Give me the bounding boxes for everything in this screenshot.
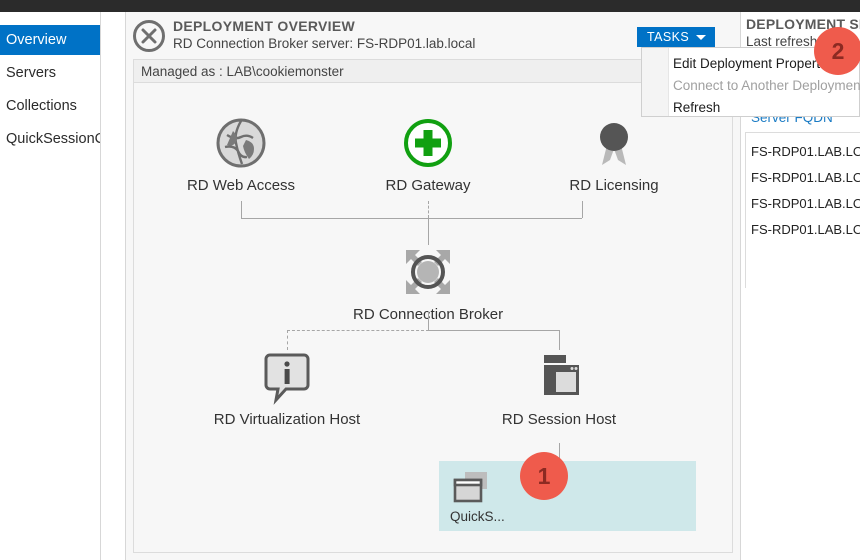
connector-to-virtualization-host (287, 330, 429, 331)
managed-as-strip: Managed as : LAB\cookiemonster (133, 59, 733, 83)
connector-virtualization-drop (287, 330, 288, 350)
connector-bus-to-broker (428, 218, 429, 245)
menu-icon-gutter (642, 48, 669, 116)
sidebar-item-label: Collections (6, 98, 77, 114)
sidebar-item-quicksessioncollection[interactable]: QuickSessionCo... (0, 124, 100, 154)
sidebar-item-collections[interactable]: Collections (0, 91, 100, 121)
table-row[interactable]: FS-RDP01.LAB.LOCAL (751, 144, 860, 159)
menu-item-refresh[interactable]: Refresh (673, 100, 721, 115)
page-subtitle: RD Connection Broker server: FS-RDP01.la… (173, 36, 476, 51)
diagram-node-label: RD Gateway (385, 177, 471, 194)
navigation-sidebar: Overview Servers Collections QuickSessio… (0, 12, 101, 560)
page-title: DEPLOYMENT OVERVIEW (173, 18, 356, 34)
tasks-button-label: TASKS (647, 30, 690, 44)
table-row[interactable]: FS-RDP01.LAB.LOCAL (751, 196, 860, 211)
tasks-button[interactable]: TASKS (637, 27, 715, 47)
menu-item-edit-deployment-properties[interactable]: Edit Deployment Properties (673, 56, 838, 71)
diagram-node-label: RD Licensing (569, 177, 659, 194)
info-bubble-icon (212, 349, 362, 405)
connector-session-host-drop (559, 330, 560, 350)
sidebar-item-servers[interactable]: Servers (0, 58, 100, 88)
collection-windows-icon (453, 471, 493, 510)
menu-item-connect-to-another-deployment: Connect to Another Deployment (673, 78, 860, 93)
diagram-node-label: RD Virtualization Host (213, 411, 361, 428)
servers-table: Server FQDN FS-RDP01.LAB.LOCAL FS-RDP01.… (745, 108, 860, 288)
connection-broker-icon (133, 20, 165, 52)
connector-licensing-drop (582, 201, 583, 218)
window-title-bar (0, 0, 860, 12)
connector-gateway-drop (428, 201, 429, 218)
deployment-diagram: RD Web Access RD Gateway RD Licensing (133, 83, 733, 553)
pane-header: DEPLOYMENT OVERVIEW RD Connection Broker… (126, 12, 741, 58)
pane-gutter (101, 12, 125, 560)
connector-to-session-host (428, 330, 559, 331)
table-row[interactable]: FS-RDP01.LAB.LOCAL (751, 222, 860, 237)
chevron-down-icon (696, 35, 706, 40)
collection-tile-label: QuickS... (450, 509, 505, 524)
broker-arrows-icon (353, 244, 503, 300)
ribbon-award-icon (539, 115, 689, 171)
globe-icon (166, 115, 316, 171)
sidebar-item-label: QuickSessionCo... (6, 131, 100, 147)
annotation-badge-1: 1 (520, 452, 568, 500)
sidebar-item-label: Overview (6, 32, 67, 48)
diagram-node-rd-gateway[interactable]: RD Gateway (353, 115, 503, 194)
table-row[interactable]: FS-RDP01.LAB.LOCAL (751, 170, 860, 185)
diagram-node-rd-web-access[interactable]: RD Web Access (166, 115, 316, 194)
diagram-node-label: RD Session Host (501, 411, 617, 428)
diagram-node-label: RD Web Access (186, 177, 296, 194)
windows-stack-icon (484, 349, 634, 405)
green-plus-circle-icon (353, 115, 503, 171)
deployment-overview-pane: DEPLOYMENT OVERVIEW RD Connection Broker… (125, 12, 741, 560)
annotation-badge-2: 2 (814, 27, 860, 75)
connector-broker-down (428, 311, 429, 330)
diagram-node-rd-session-host[interactable]: RD Session Host (484, 349, 634, 428)
diagram-node-rd-licensing[interactable]: RD Licensing (539, 115, 689, 194)
connector-session-host-to-collection (559, 443, 560, 461)
diagram-node-rd-virtualization-host[interactable]: RD Virtualization Host (212, 349, 362, 428)
sidebar-item-label: Servers (6, 65, 56, 81)
connector-web-access-drop (241, 201, 242, 218)
sidebar-item-overview[interactable]: Overview (0, 25, 100, 55)
connector-top-bus (241, 218, 582, 219)
table-gridline (745, 132, 746, 288)
